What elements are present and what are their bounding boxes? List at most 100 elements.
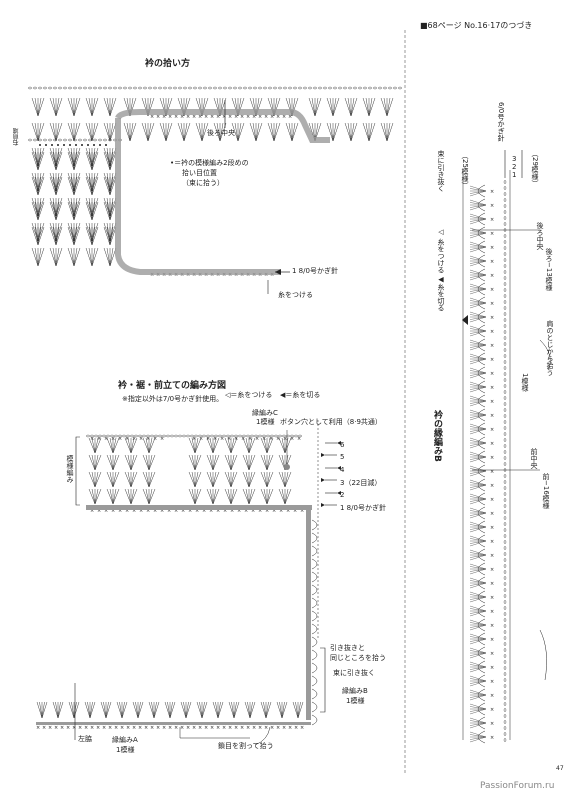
split-chain-label: 鎖目を割って拾う xyxy=(218,742,274,750)
stitch-fan xyxy=(31,176,45,196)
svg-text:×: × xyxy=(138,725,142,731)
stitch-fan xyxy=(285,122,299,142)
stitch-fan xyxy=(124,437,138,454)
stitch-fan xyxy=(103,122,117,142)
stitch-fan xyxy=(224,488,238,505)
svg-text:×: × xyxy=(162,725,166,731)
svg-text:×: × xyxy=(162,114,166,120)
stitch-fan xyxy=(100,701,112,719)
svg-text:×: × xyxy=(288,725,292,731)
stitch-fan xyxy=(212,701,224,719)
stitch-fan xyxy=(188,454,202,471)
svg-text:×: × xyxy=(490,273,494,279)
stitch-fan xyxy=(267,122,281,142)
svg-text:×: × xyxy=(490,329,494,335)
svg-text:×: × xyxy=(199,436,203,442)
svg-text:×: × xyxy=(252,725,256,731)
svg-text:×: × xyxy=(84,725,88,731)
stitch-fan xyxy=(292,701,304,719)
svg-text:×: × xyxy=(228,725,232,731)
stitch-fan xyxy=(31,226,45,246)
svg-text:×: × xyxy=(300,508,304,514)
stitch-fan xyxy=(224,454,238,471)
svg-text:×: × xyxy=(192,436,196,442)
svg-text:×: × xyxy=(167,508,171,514)
collar-row1-label: 1 8/0号かぎ針 xyxy=(292,267,338,275)
stitch-fan xyxy=(103,97,117,117)
svg-text:×: × xyxy=(234,436,238,442)
stitch-fan xyxy=(278,471,292,488)
stitch-fan xyxy=(84,701,96,719)
stitch-fan xyxy=(31,122,45,142)
svg-text:×: × xyxy=(283,436,287,442)
svg-text:×: × xyxy=(276,114,280,120)
svg-text:×: × xyxy=(490,553,494,559)
svg-text:×: × xyxy=(490,609,494,615)
svg-text:×: × xyxy=(168,725,172,731)
stitch-fan xyxy=(249,122,263,142)
stitch-fan xyxy=(206,488,220,505)
collar-neck-edge-top xyxy=(115,109,330,143)
stitch-fan xyxy=(31,201,45,221)
svg-text:×: × xyxy=(108,725,112,731)
svg-text:×: × xyxy=(490,385,494,391)
svg-text:×: × xyxy=(48,725,52,731)
edging-chart-subtitle: ※指定以外は7/0号かぎ針使用。 xyxy=(122,395,224,403)
stitch-fan xyxy=(228,701,240,719)
svg-text:×: × xyxy=(104,436,108,442)
bottom-edging: ××××××××××××××××××××××××××××××××××××××××… xyxy=(36,701,304,731)
svg-text:×: × xyxy=(222,114,226,120)
pattern-a-label-2: 1模様 xyxy=(116,746,135,754)
stitch-fan xyxy=(31,247,45,267)
svg-text:×: × xyxy=(244,508,248,514)
svg-text:×: × xyxy=(156,114,160,120)
stitch-fan xyxy=(124,471,138,488)
svg-text:×: × xyxy=(126,725,130,731)
buttonhole-dot xyxy=(284,464,290,470)
svg-text:×: × xyxy=(146,436,150,442)
stitch-fan xyxy=(224,471,238,488)
stitch-fan xyxy=(362,122,376,142)
stitch-fan xyxy=(67,151,81,171)
svg-text:×: × xyxy=(269,436,273,442)
svg-text:×: × xyxy=(102,725,106,731)
svg-text:×: × xyxy=(270,114,274,120)
svg-text:×: × xyxy=(97,436,101,442)
svg-text:×: × xyxy=(228,114,232,120)
stitch-fan xyxy=(188,471,202,488)
svg-text:×: × xyxy=(144,725,148,731)
svg-text:×: × xyxy=(198,725,202,731)
stitch-fan xyxy=(67,226,81,246)
svg-text:×: × xyxy=(132,436,136,442)
svg-text:×: × xyxy=(222,725,226,731)
svg-text:×: × xyxy=(227,436,231,442)
svg-text:×: × xyxy=(96,725,100,731)
pattern-b-label-1: 縁編みB xyxy=(342,687,368,695)
svg-text:×: × xyxy=(240,725,244,731)
stitch-fan xyxy=(244,701,256,719)
svg-text:×: × xyxy=(290,436,294,442)
stitch-fan xyxy=(123,122,137,142)
shoulder-label: 肩のとじから拾う xyxy=(546,320,554,376)
svg-text:×: × xyxy=(234,725,238,731)
count-29-label: （29模様） xyxy=(531,150,539,187)
svg-text:×: × xyxy=(139,508,143,514)
edging-b-row2: 2 xyxy=(512,163,517,171)
svg-text:×: × xyxy=(72,725,76,731)
stitch-fan xyxy=(31,151,45,171)
pickup-note-line1: •＝衿の模様編み2段めの xyxy=(170,159,249,167)
svg-text:×: × xyxy=(111,508,115,514)
stitch-fan xyxy=(116,701,128,719)
bottom-band xyxy=(36,722,311,725)
svg-text:×: × xyxy=(220,436,224,442)
svg-text:×: × xyxy=(174,114,178,120)
stitch-fan xyxy=(85,97,99,117)
stitch-fan xyxy=(103,151,117,171)
pattern-c-label-1: 縁編みC xyxy=(252,409,278,417)
stitch-fan xyxy=(242,488,256,505)
stitch-fan xyxy=(85,151,99,171)
front-16-label: 前−16模様 xyxy=(542,473,550,509)
svg-text:×: × xyxy=(258,114,262,120)
svg-text:×: × xyxy=(60,725,64,731)
svg-text:×: × xyxy=(270,725,274,731)
